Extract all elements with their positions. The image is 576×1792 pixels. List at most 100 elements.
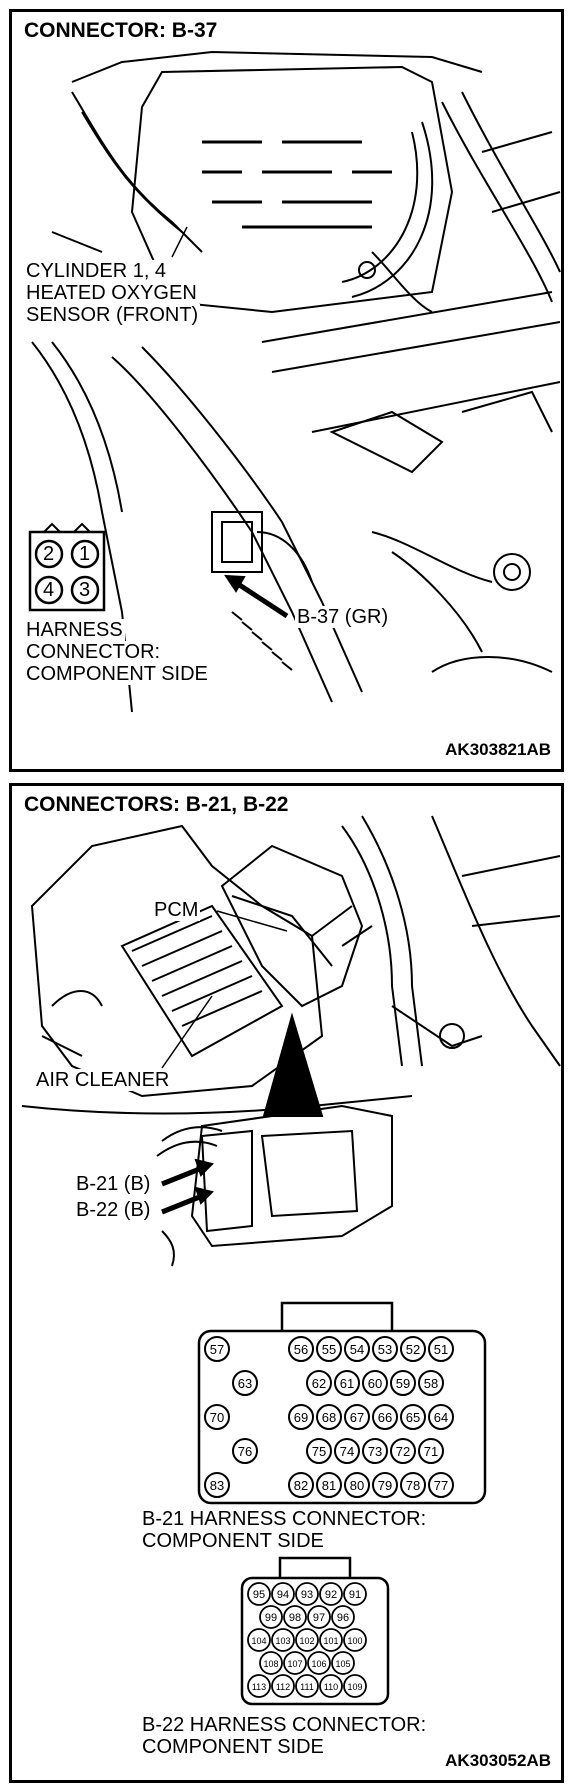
b22-pin-number: 104	[251, 1636, 266, 1646]
panel-title: CONNECTOR: B-37	[22, 19, 220, 42]
b22-pin-number: 92	[325, 1589, 337, 1601]
b21-pin	[316, 1472, 342, 1498]
b21-pin-number: 52	[406, 1342, 420, 1357]
b21-pin	[334, 1370, 360, 1396]
sensor-label-line2: HEATED OXYGEN	[24, 282, 199, 304]
b22-pin	[319, 1674, 343, 1698]
b21-pin-number: 74	[340, 1444, 354, 1459]
sensor-label-line3: SENSOR (FRONT)	[24, 304, 201, 326]
b21-pin-number: 79	[378, 1478, 392, 1493]
b21-pin	[390, 1370, 416, 1396]
b21-pin-number: 54	[350, 1342, 364, 1357]
b21-pin	[418, 1370, 444, 1396]
pcm-label: PCM	[152, 899, 201, 921]
b21-pin-number: 61	[340, 1376, 354, 1391]
connector-b21-b22-panel: CONNECTORS: B-21, B-22 PCM AIR CLEANER B…	[9, 783, 564, 1783]
b22-pin	[319, 1628, 343, 1652]
b22-pin	[343, 1674, 367, 1698]
b22-pin	[307, 1651, 331, 1675]
b21-pin	[344, 1336, 370, 1362]
figure-code: AK303052AB	[443, 1750, 553, 1772]
b21-pin-number: 76	[238, 1444, 252, 1459]
b37-pin-2: 2	[43, 543, 55, 565]
sensor-label-line1: CYLINDER 1, 4	[24, 260, 169, 282]
b22-pin	[295, 1582, 319, 1606]
b21-pin	[288, 1336, 314, 1362]
b22-pin	[247, 1628, 271, 1652]
b21-pin-number: 83	[210, 1478, 224, 1493]
b21-pin-number: 55	[322, 1342, 336, 1357]
b22-pin	[283, 1651, 307, 1675]
b21-pin	[316, 1404, 342, 1430]
b21-pin-number: 70	[210, 1410, 224, 1425]
b21-pin-number: 80	[350, 1478, 364, 1493]
b21-pin-number: 58	[424, 1376, 438, 1391]
b22-pin	[247, 1582, 271, 1606]
b22-pin-number: 95	[253, 1589, 265, 1601]
b37-pin-4: 4	[43, 579, 55, 601]
connector-caption-line3: COMPONENT SIDE	[24, 663, 210, 685]
b22-pin	[295, 1628, 319, 1652]
b22-pin	[283, 1605, 307, 1629]
b21-pin-number: 63	[238, 1376, 252, 1391]
b22-pin	[343, 1582, 367, 1606]
b21-pin-number: 59	[396, 1376, 410, 1391]
b22-pin-number: 93	[301, 1589, 313, 1601]
b21-pin	[288, 1404, 314, 1430]
b21-pin-number: 67	[350, 1410, 364, 1425]
b22-pin	[247, 1674, 271, 1698]
b22-pin-number: 109	[347, 1682, 362, 1692]
b22-pin	[331, 1605, 355, 1629]
b21-pin	[204, 1404, 230, 1430]
b22-pin	[343, 1628, 367, 1652]
b22-pin-number: 101	[323, 1636, 338, 1646]
b21-pin-number: 81	[322, 1478, 336, 1493]
b22-pin-number: 110	[324, 1682, 338, 1692]
b22-pin	[319, 1582, 343, 1606]
b22-pin-number: 99	[265, 1612, 277, 1624]
b21-pin	[428, 1472, 454, 1498]
b21-pin-number: 51	[434, 1342, 448, 1357]
b21-pin	[344, 1404, 370, 1430]
b21-callout: B-21 (B)	[74, 1173, 153, 1195]
b21-pin-number: 62	[312, 1376, 326, 1391]
b21-pin-number: 71	[424, 1444, 438, 1459]
b22-pin	[259, 1605, 283, 1629]
b21-pin	[428, 1336, 454, 1362]
b21-pin-number: 56	[294, 1342, 308, 1357]
b21-pin	[428, 1404, 454, 1430]
b37-connector-face	[28, 522, 106, 612]
b22-pin-number: 106	[311, 1659, 326, 1669]
b21-pin-number: 75	[312, 1444, 326, 1459]
b21-pin-number: 72	[396, 1444, 410, 1459]
b22-pin	[271, 1582, 295, 1606]
engine-bay-illustration-top	[31, 50, 561, 713]
b21-pin-number: 68	[322, 1410, 336, 1425]
b37-pin-1: 1	[79, 543, 91, 565]
b22-pin	[271, 1628, 295, 1652]
engine-bay-illustration-bottom	[21, 815, 561, 1267]
b21-pin	[372, 1336, 398, 1362]
b21-pin-number: 66	[378, 1410, 392, 1425]
b21-pin	[204, 1336, 230, 1362]
b21-pin	[372, 1472, 398, 1498]
b21-pin	[306, 1438, 332, 1464]
b22-pin-number: 103	[275, 1636, 290, 1646]
b21-pin	[288, 1472, 314, 1498]
b21-pin	[316, 1336, 342, 1362]
b21-pin	[400, 1472, 426, 1498]
b22-pin-number: 111	[300, 1682, 314, 1692]
b21-pin	[390, 1438, 416, 1464]
panel-title: CONNECTORS: B-21, B-22	[22, 793, 291, 816]
connector-caption-line2: CONNECTOR:	[24, 641, 163, 663]
b22-pin	[295, 1674, 319, 1698]
b22-pin-number: 100	[347, 1636, 362, 1646]
b22-pin-number: 91	[349, 1589, 361, 1601]
b21-pin-number: 57	[210, 1342, 224, 1357]
b22-pin-number: 107	[287, 1659, 302, 1669]
b22-pin-number: 105	[335, 1659, 350, 1669]
b22-pin-number: 98	[289, 1612, 301, 1624]
b37-pin-3: 3	[79, 579, 91, 601]
